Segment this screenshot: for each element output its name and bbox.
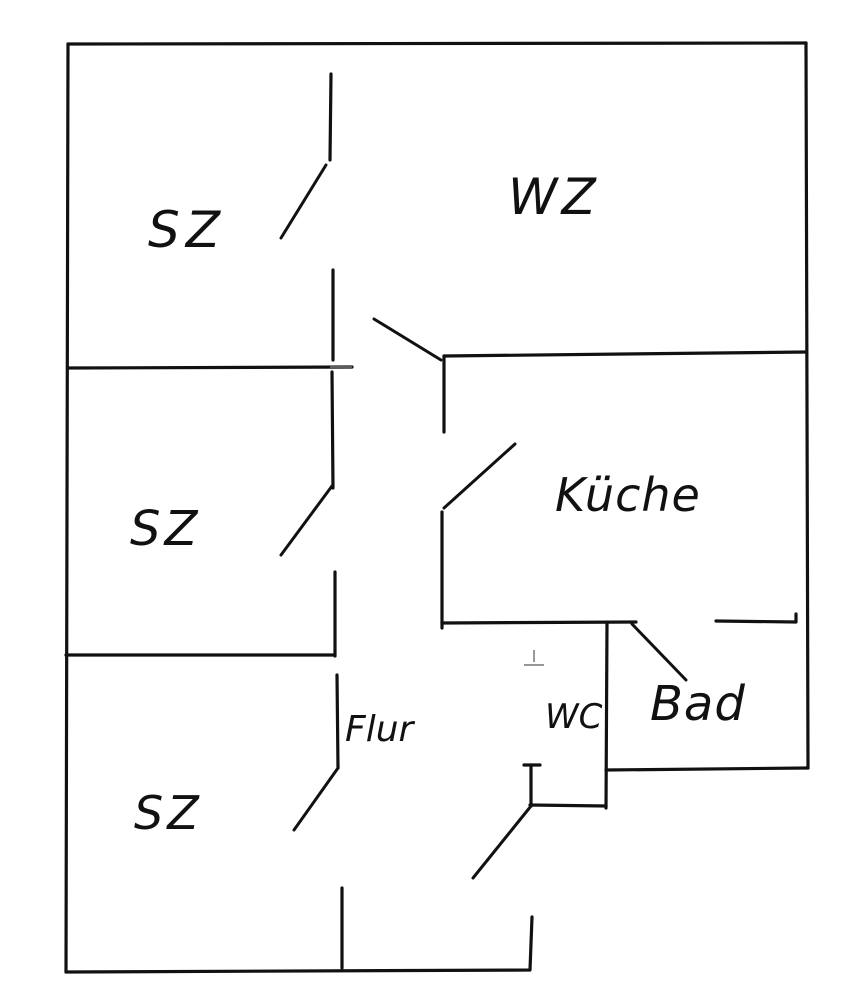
room-label-sz-2: SZ: [130, 501, 202, 557]
door-sz1: [279, 163, 328, 240]
wall-wc-bad: [604, 621, 609, 810]
door-wz: [372, 317, 443, 362]
wall-kueche-bottom: [440, 620, 638, 625]
room-label-sz-3: SZ: [134, 786, 203, 840]
door-sz3: [292, 766, 340, 832]
wall-wc-bottom: [528, 803, 608, 808]
room-label-bad: Bad: [650, 676, 746, 732]
outer-wall-left: [64, 42, 70, 974]
wall-sz1-sz2: [66, 365, 354, 370]
wall-sz3-east-upper: [335, 673, 340, 770]
door-wc: [471, 804, 533, 880]
door-sz2: [279, 484, 334, 557]
outer-wall-right: [804, 41, 810, 770]
pencil-mark: [524, 650, 544, 666]
room-label-flur: Flur: [345, 709, 414, 750]
outer-wall-top: [66, 41, 808, 46]
room-label-sz-1: SZ: [148, 201, 226, 259]
bath-wall-bottom: [604, 766, 810, 772]
outer-wall-bottom: [64, 915, 534, 974]
room-label-wz: WZ: [508, 168, 600, 226]
room-label-kueche: Küche: [555, 468, 701, 522]
wall-sz2-east-upper: [330, 370, 335, 490]
door-bad: [630, 622, 688, 682]
wall-kueche-bad-right: [714, 612, 798, 624]
door-kueche: [442, 442, 517, 510]
room-label-wc: WC: [545, 697, 603, 737]
wall-sz1-east-upper: [328, 72, 333, 162]
wall-wz-kueche: [442, 350, 808, 358]
